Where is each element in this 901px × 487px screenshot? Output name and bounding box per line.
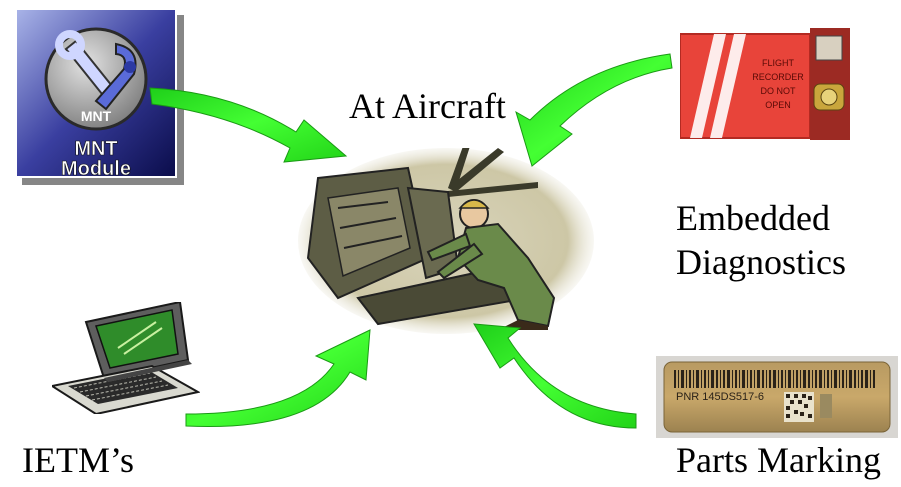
label-ietms: IETM’s [22,438,134,482]
arrow-from-flight-recorder [516,54,672,166]
label-at-aircraft: At Aircraft [349,84,506,128]
label-embedded-line1: Embedded [676,196,846,240]
arrow-from-parts-marking [474,324,636,428]
arrow-from-mnt-module [150,88,346,162]
label-parts-marking: Parts Marking [676,438,881,482]
label-embedded-line2: Diagnostics [676,240,846,284]
label-embedded-diagnostics: Embedded Diagnostics [676,196,846,284]
arrow-from-laptop [186,330,370,427]
